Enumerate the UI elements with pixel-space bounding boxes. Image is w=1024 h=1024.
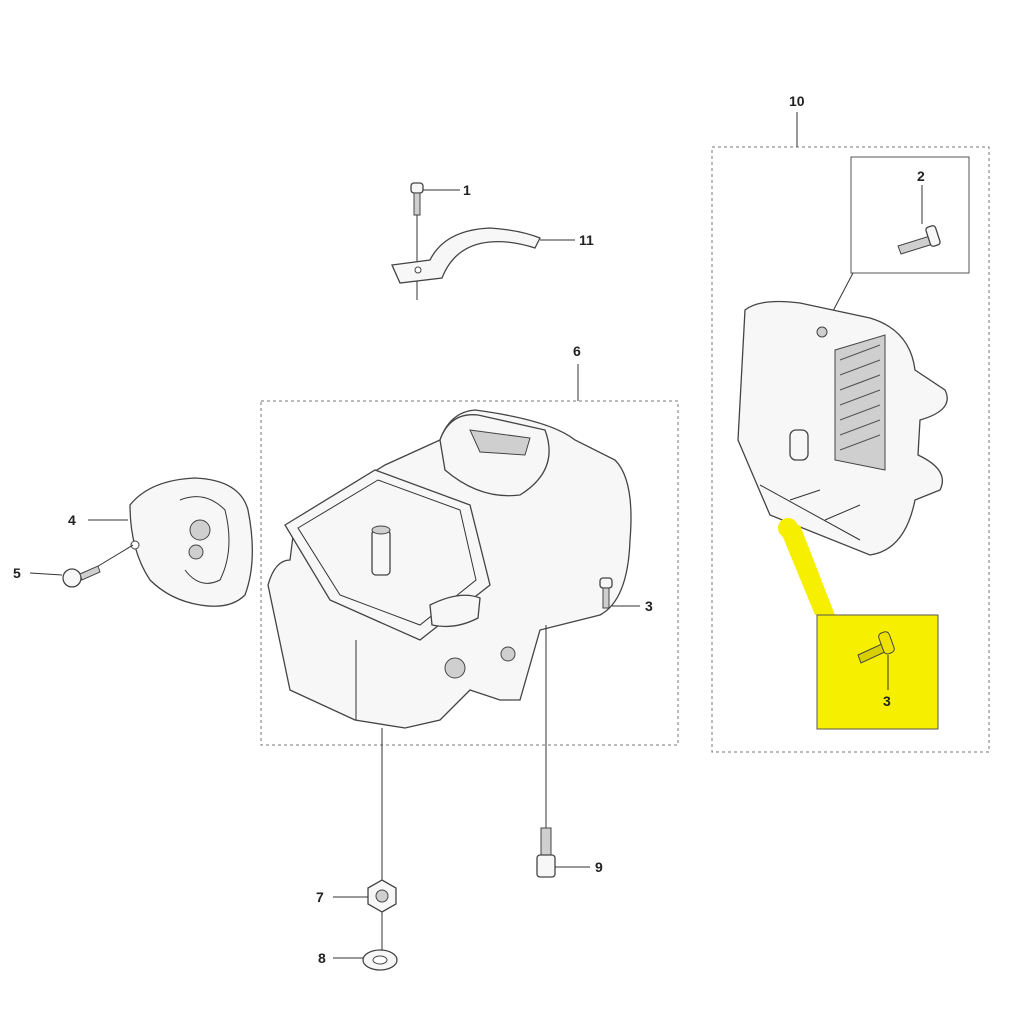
part-6-housing[interactable] (267, 409, 632, 729)
callout-10[interactable]: 10 (789, 93, 805, 109)
screw-part-5[interactable] (62, 565, 101, 588)
callout-3[interactable]: 3 (645, 598, 653, 614)
callout-4[interactable]: 4 (68, 512, 76, 528)
highlight-pointer (780, 525, 835, 615)
callout-5[interactable]: 5 (13, 565, 21, 581)
part-10-cover[interactable] (737, 300, 948, 556)
inset-part-2 (850, 156, 970, 274)
callout-9[interactable]: 9 (595, 859, 603, 875)
assembly-10-boundary (711, 146, 990, 753)
callout-1[interactable]: 1 (463, 182, 471, 198)
nut-part-7[interactable] (367, 879, 397, 913)
highlight-box (816, 614, 939, 730)
bolt-part-9[interactable] (536, 827, 556, 878)
part-11-bracket[interactable] (391, 227, 541, 284)
screw-part-1[interactable] (410, 182, 424, 216)
washer-part-8[interactable] (362, 949, 398, 971)
callout-8[interactable]: 8 (318, 950, 326, 966)
screw-part-3-highlighted[interactable] (857, 631, 895, 664)
callout-11[interactable]: 11 (579, 232, 594, 248)
callout-7[interactable]: 7 (316, 889, 324, 905)
highlight-spot (778, 518, 798, 538)
callout-2[interactable]: 2 (917, 168, 925, 184)
screw-part-2[interactable] (897, 225, 941, 255)
callout-3-inset[interactable]: 3 (883, 693, 891, 709)
callout-6[interactable]: 6 (573, 343, 581, 359)
part-4-cap[interactable] (129, 477, 253, 607)
assembly-6-boundary (260, 400, 679, 746)
screw-part-3[interactable] (599, 577, 613, 609)
